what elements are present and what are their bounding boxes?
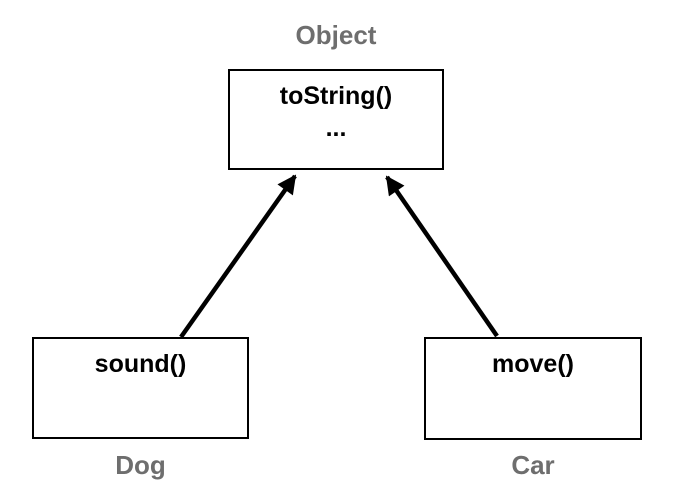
inheritance-arrow-car-to-object <box>385 175 499 338</box>
object-class-box: toString() ... <box>228 69 444 170</box>
dog-class-label: Dog <box>115 450 166 480</box>
object-method-tostring: toString() <box>279 82 393 110</box>
dog-class-box: sound() <box>32 337 249 439</box>
object-method-ellipsis: ... <box>325 114 347 142</box>
inheritance-arrow-dog-to-object <box>179 174 297 339</box>
car-class-box: move() <box>424 337 642 440</box>
car-method-move: move() <box>492 350 574 378</box>
car-class-label: Car <box>511 450 555 480</box>
object-class-label: Object <box>295 20 377 50</box>
dog-method-sound: sound() <box>94 350 187 378</box>
